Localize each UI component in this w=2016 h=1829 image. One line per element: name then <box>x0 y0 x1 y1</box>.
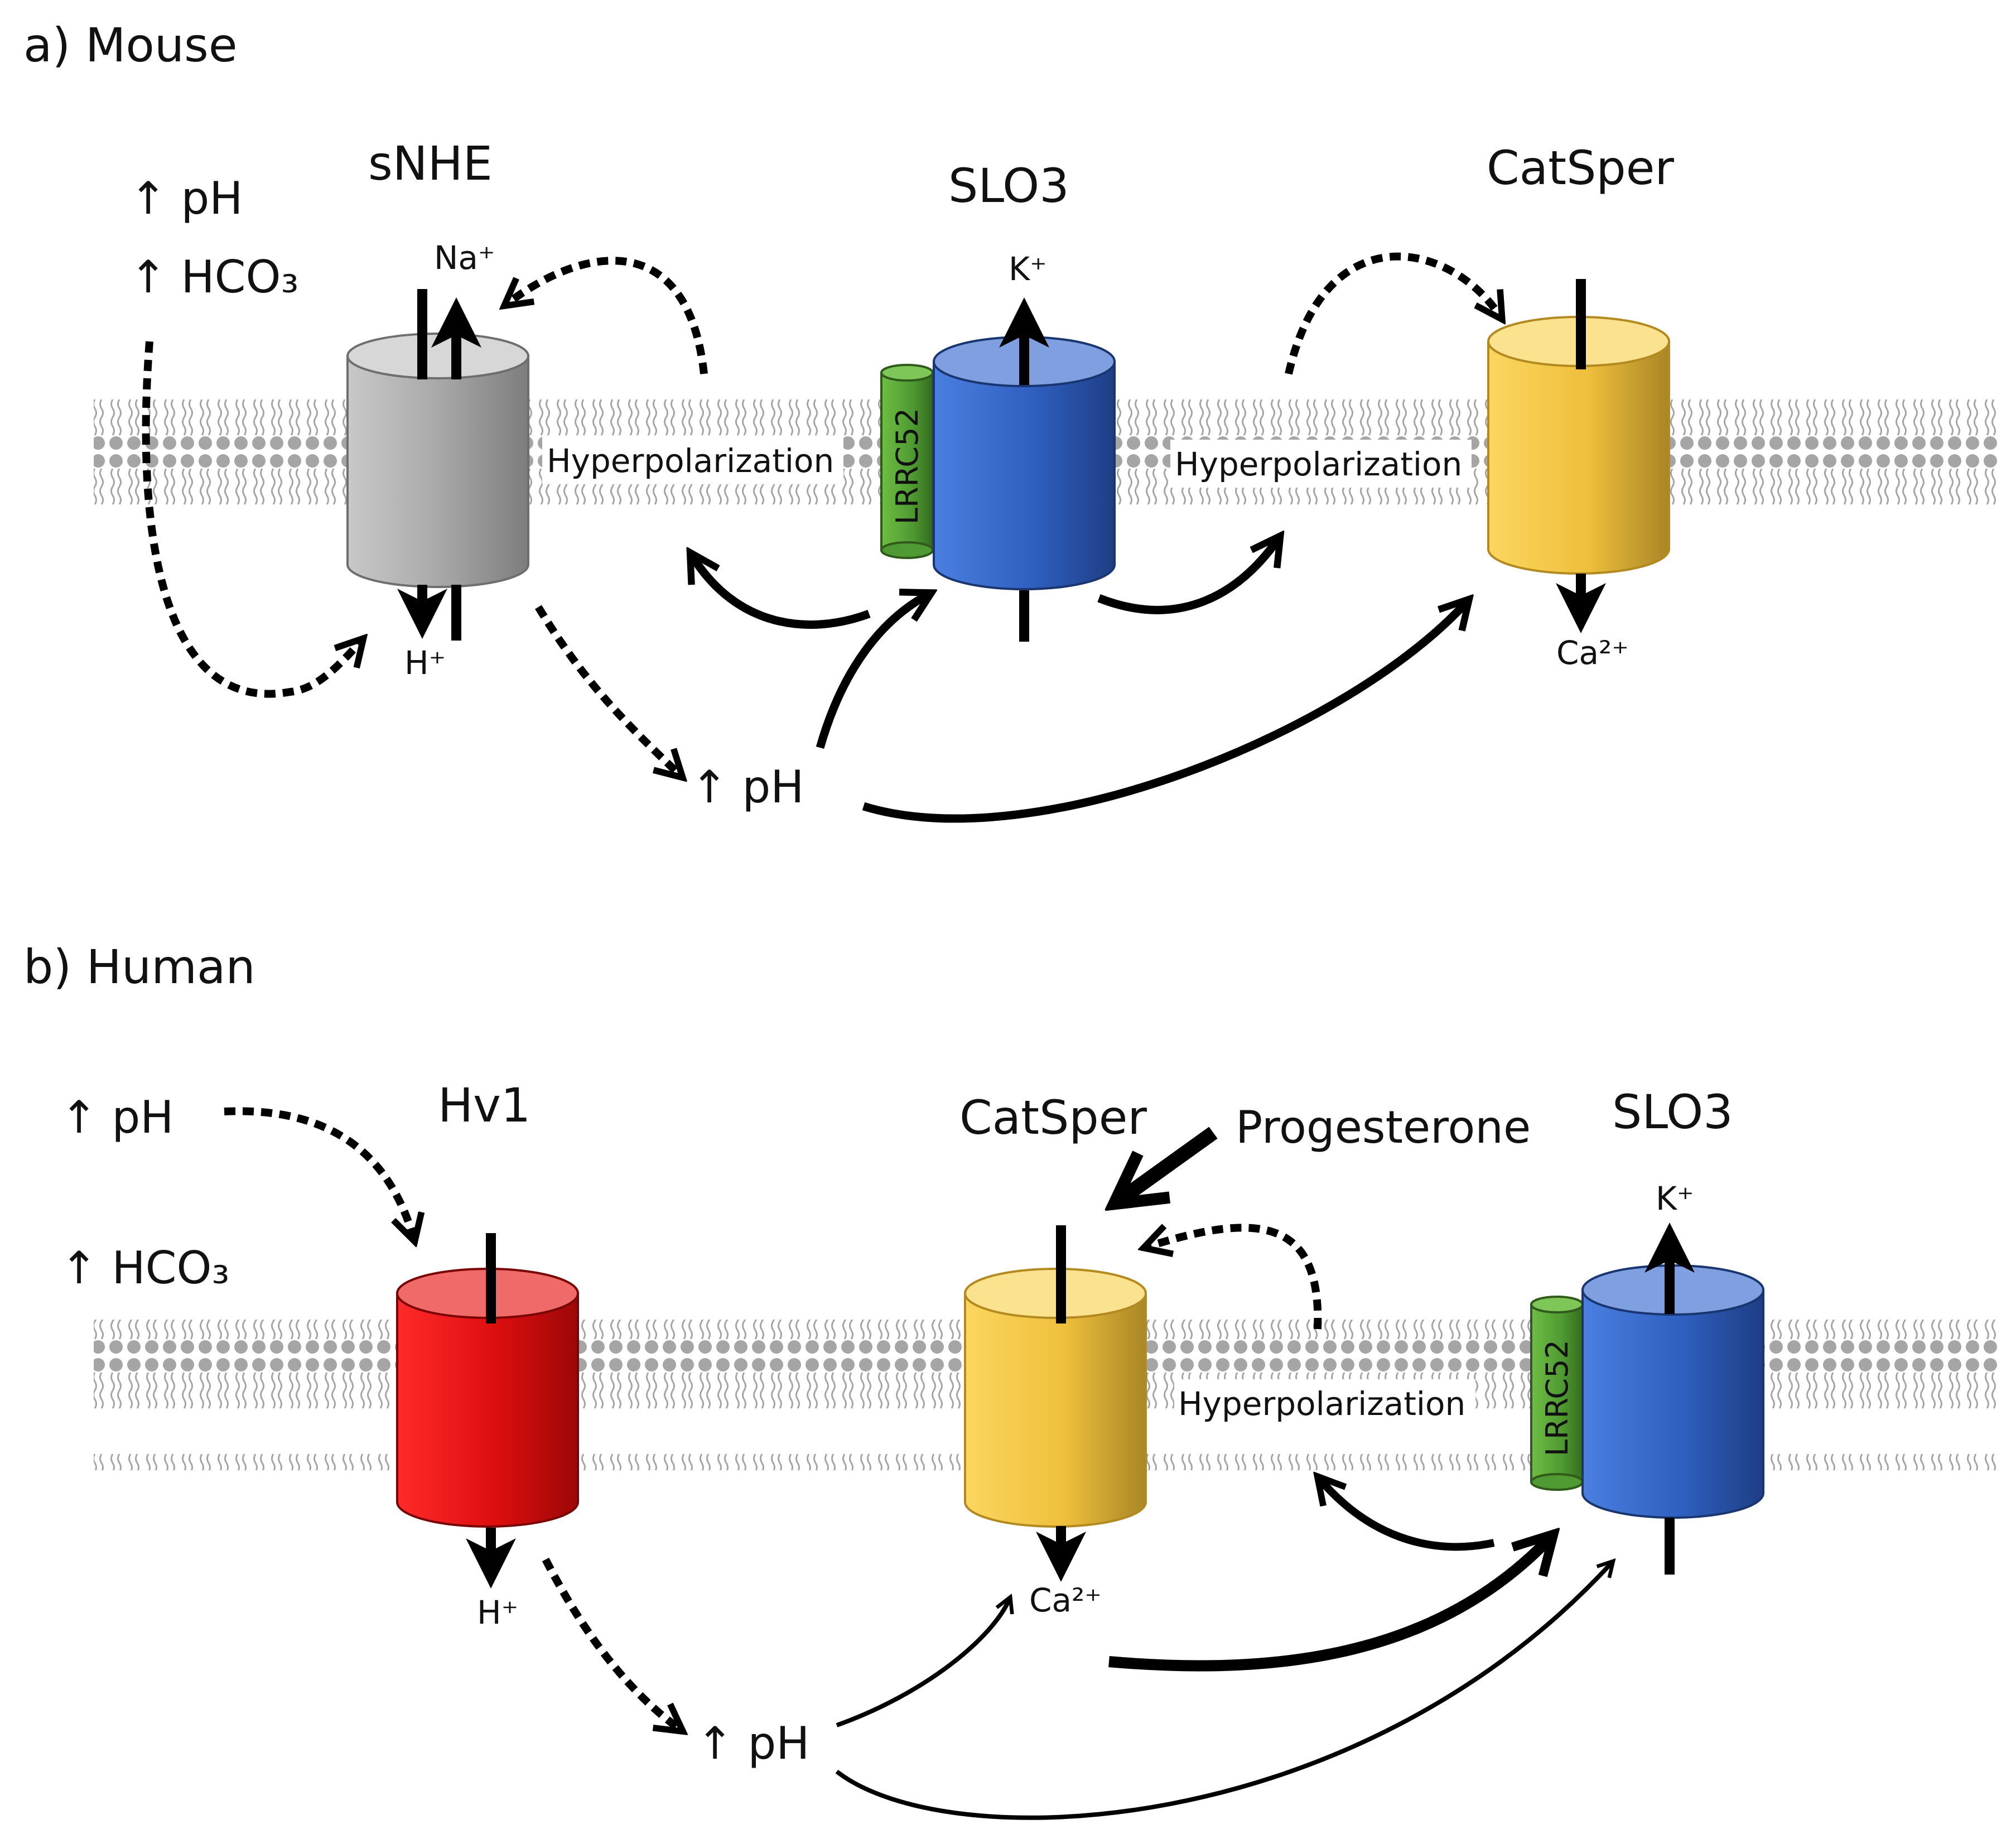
condition-b-ph: ↑ pH <box>60 1091 173 1143</box>
panel-a: a) Mouse ↑ pH ↑ HCO₃ sNHE Na⁺ H⁺ LRRC52 <box>23 18 1998 823</box>
ion-ca-b: Ca²⁺ <box>1029 1581 1102 1619</box>
channel-catsper-a <box>1487 279 1670 633</box>
arrows-a <box>142 252 1501 823</box>
arrows-b <box>224 1107 1612 1820</box>
condition-b-hco3: ↑ HCO₃ <box>60 1242 230 1294</box>
label-catsper-b: CatSper <box>959 1090 1147 1145</box>
label-hv1: Hv1 <box>438 1078 530 1133</box>
channel-slo3-b <box>1581 1222 1764 1575</box>
condition-a-hco3: ↑ HCO₃ <box>129 251 299 303</box>
label-progesterone: Progesterone <box>1236 1101 1531 1153</box>
channel-snhe <box>346 289 529 641</box>
label-snhe: sNHE <box>368 136 493 191</box>
subunit-lrrc52-b <box>1530 1296 1584 1491</box>
ph-rise-a: ↑ pH <box>691 761 804 813</box>
label-lrrc52-a: LRRC52 <box>890 408 925 524</box>
label-slo3-a: SLO3 <box>948 158 1069 213</box>
ion-k-a: K⁺ <box>1009 250 1047 288</box>
ph-rise-b: ↑ pH <box>696 1717 809 1769</box>
panel-b: b) Human ↑ pH ↑ HCO₃ Hv1 H⁺ CatSper Ca²⁺ <box>23 940 1998 1820</box>
ion-h-a: H⁺ <box>404 644 446 682</box>
subunit-lrrc52-a <box>880 364 934 559</box>
label-slo3-b: SLO3 <box>1612 1085 1733 1139</box>
channel-catsper-b <box>964 1225 1147 1582</box>
hyper-a-1: Hyperpolarization <box>547 442 834 480</box>
panel-a-title: a) Mouse <box>23 18 238 73</box>
label-lrrc52-b: LRRC52 <box>1540 1340 1575 1456</box>
ion-ca-a: Ca²⁺ <box>1556 634 1629 672</box>
channel-slo3-a <box>933 297 1116 642</box>
channel-hv1 <box>396 1233 579 1589</box>
condition-a-ph: ↑ pH <box>129 172 243 224</box>
panel-b-title: b) Human <box>23 940 255 994</box>
hyper-a-2: Hyperpolarization <box>1175 445 1462 483</box>
hyper-b: Hyperpolarization <box>1178 1385 1465 1423</box>
label-catsper-a: CatSper <box>1487 141 1674 195</box>
ion-h-b: H⁺ <box>477 1594 518 1631</box>
ion-na: Na⁺ <box>434 239 495 277</box>
ion-k-b: K⁺ <box>1656 1180 1694 1217</box>
